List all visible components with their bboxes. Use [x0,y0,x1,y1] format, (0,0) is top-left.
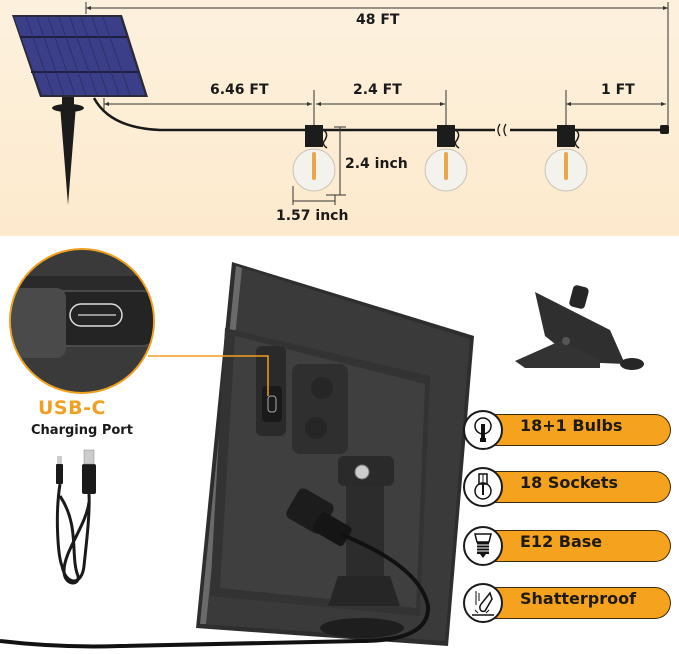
e12-base-icon [463,526,503,566]
feature-label: 18 Sockets [520,473,619,492]
total-length-label: 48 FT [356,12,400,28]
feature-badge-sockets: 18 Sockets [463,467,671,507]
callout-subtitle: Charging Port [31,423,133,438]
socket-icon [463,467,503,507]
usb-cable-icon [55,449,96,585]
usb-c-port-closeup [9,248,269,396]
product-illustration [0,248,644,649]
callout-title: USB-C [38,397,106,419]
bulb-icon [424,125,468,192]
feature-badge-base: E12 Base [463,526,671,566]
bulb-height-label: 2.4 inch [345,156,408,172]
end-length-label: 1 FT [601,82,635,98]
feature-badge-shatterproof: Shatterproof [463,583,671,623]
bulb-spacing-label: 2.4 FT [353,82,402,98]
bulb-icon [463,410,503,450]
feature-pill [485,471,671,503]
bulb-icon [544,125,588,192]
feature-pill [485,587,671,619]
feature-pill [485,530,671,562]
solar-panel-icon [12,15,148,205]
bulb-width-label: 1.57 inch [276,208,349,224]
feature-label: E12 Base [520,532,603,551]
bulb-icon [292,125,336,192]
dimension-diagram: 48 FT 6.46 FT 2.4 FT 1 FT 2.4 inch 1.57 … [0,0,679,236]
mounting-clip-icon [515,285,644,370]
feature-badge-bulbs: 18+1 Bulbs [463,410,671,450]
feature-pill [485,414,671,446]
string-light-diagram [12,2,669,205]
shatterproof-icon [463,583,503,623]
feature-label: Shatterproof [520,589,637,608]
lead-length-label: 6.46 FT [210,82,269,98]
feature-label: 18+1 Bulbs [520,416,623,435]
